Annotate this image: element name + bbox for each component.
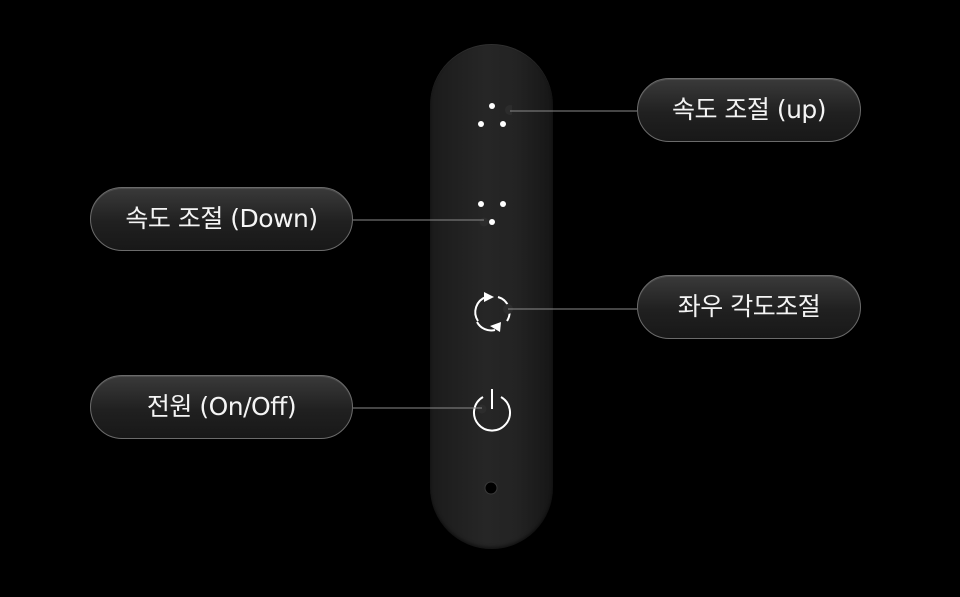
power-icon[interactable] [468, 385, 516, 433]
label-swing-angle: 좌우 각도조절 [637, 275, 861, 339]
label-speed-up: 속도 조절 (up) [637, 78, 861, 142]
speed-down-icon[interactable] [472, 198, 512, 230]
label-speed-down: 속도 조절 (Down) [90, 187, 353, 251]
label-power: 전원 (On/Off) [90, 375, 353, 439]
remote-hole [484, 481, 498, 495]
rotate-arrows-icon[interactable] [468, 288, 516, 336]
speed-up-icon[interactable] [472, 99, 512, 131]
